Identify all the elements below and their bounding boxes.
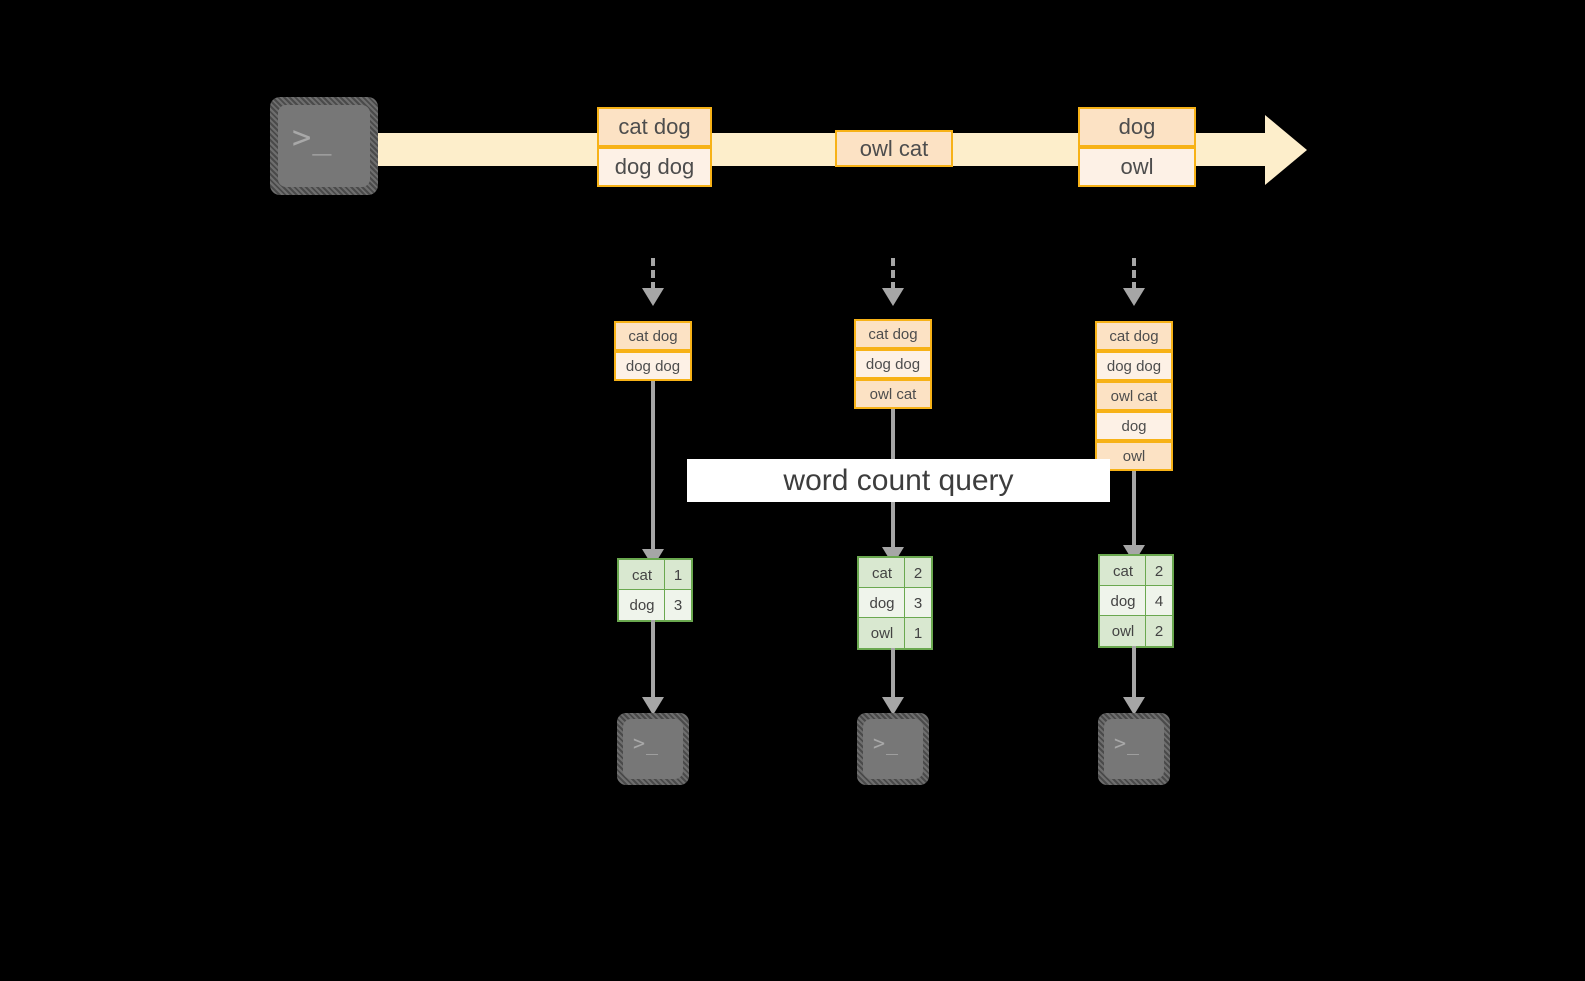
stream-record: dog xyxy=(1078,107,1196,147)
sink-flow-arrowhead xyxy=(642,697,664,715)
table-row: dog 3 xyxy=(858,587,932,619)
snapshot-record: owl cat xyxy=(1095,381,1173,411)
terminal-screen: >_ xyxy=(278,105,370,187)
count-cell: 2 xyxy=(1145,615,1173,647)
snapshot-record: cat dog xyxy=(614,321,692,351)
result-table: cat 1 dog 3 xyxy=(617,558,693,622)
terminal-screen: >_ xyxy=(1104,719,1164,779)
word-cell: cat xyxy=(1099,555,1147,587)
count-cell: 1 xyxy=(664,559,692,591)
trigger-arrowhead xyxy=(882,288,904,306)
count-cell: 4 xyxy=(1145,585,1173,617)
sink-terminal-1[interactable]: >_ xyxy=(617,713,689,785)
count-cell: 2 xyxy=(1145,555,1173,587)
stream-record: cat dog xyxy=(597,107,712,147)
sink-flow-line xyxy=(1132,646,1136,710)
sink-flow-arrowhead xyxy=(882,697,904,715)
trigger-line xyxy=(651,258,655,290)
result-table: cat 2 dog 3 owl 1 xyxy=(857,556,933,650)
snapshot-record: dog dog xyxy=(614,351,692,381)
count-cell: 2 xyxy=(904,557,932,589)
word-cell: cat xyxy=(858,557,906,589)
word-cell: dog xyxy=(858,587,906,619)
count-cell: 3 xyxy=(664,589,692,621)
word-cell: dog xyxy=(1099,585,1147,617)
word-cell: cat xyxy=(618,559,666,591)
count-cell: 3 xyxy=(904,587,932,619)
trigger-arrowhead xyxy=(642,288,664,306)
stream-record: dog dog xyxy=(597,147,712,187)
table-row: dog 4 xyxy=(1099,585,1173,617)
snapshot-record: owl xyxy=(1095,441,1173,471)
terminal-prompt-icon: >_ xyxy=(633,731,660,755)
query-banner: word count query xyxy=(687,459,1110,502)
terminal-screen: >_ xyxy=(623,719,683,779)
snapshot-record: dog dog xyxy=(1095,351,1173,381)
word-cell: owl xyxy=(1099,615,1147,647)
word-cell: dog xyxy=(618,589,666,621)
stream-arrow-head xyxy=(1265,115,1307,185)
result-table: cat 2 dog 4 owl 2 xyxy=(1098,554,1174,648)
source-terminal[interactable]: >_ xyxy=(270,97,378,195)
table-row: cat 2 xyxy=(858,557,932,589)
table-row: owl 2 xyxy=(1099,615,1173,647)
stream-record: owl xyxy=(1078,147,1196,187)
sink-terminal-2[interactable]: >_ xyxy=(857,713,929,785)
terminal-prompt-icon: >_ xyxy=(292,118,333,156)
snapshot-record: dog dog xyxy=(854,349,932,379)
word-cell: owl xyxy=(858,617,906,649)
terminal-screen: >_ xyxy=(863,719,923,779)
snapshot-record: cat dog xyxy=(1095,321,1173,351)
query-flow-line xyxy=(1132,471,1136,553)
table-row: cat 2 xyxy=(1099,555,1173,587)
terminal-prompt-icon: >_ xyxy=(873,731,900,755)
trigger-line xyxy=(1132,258,1136,290)
snapshot-record: cat dog xyxy=(854,319,932,349)
sink-flow-arrowhead xyxy=(1123,697,1145,715)
sink-flow-line xyxy=(651,620,655,710)
table-row: owl 1 xyxy=(858,617,932,649)
trigger-line xyxy=(891,258,895,290)
sink-terminal-3[interactable]: >_ xyxy=(1098,713,1170,785)
stream-record: owl cat xyxy=(835,130,953,167)
trigger-arrowhead xyxy=(1123,288,1145,306)
sink-flow-line xyxy=(891,648,895,710)
snapshot-record: owl cat xyxy=(854,379,932,409)
table-row: dog 3 xyxy=(618,589,692,621)
count-cell: 1 xyxy=(904,617,932,649)
snapshot-record: dog xyxy=(1095,411,1173,441)
query-flow-line xyxy=(651,381,655,555)
table-row: cat 1 xyxy=(618,559,692,591)
terminal-prompt-icon: >_ xyxy=(1114,731,1141,755)
